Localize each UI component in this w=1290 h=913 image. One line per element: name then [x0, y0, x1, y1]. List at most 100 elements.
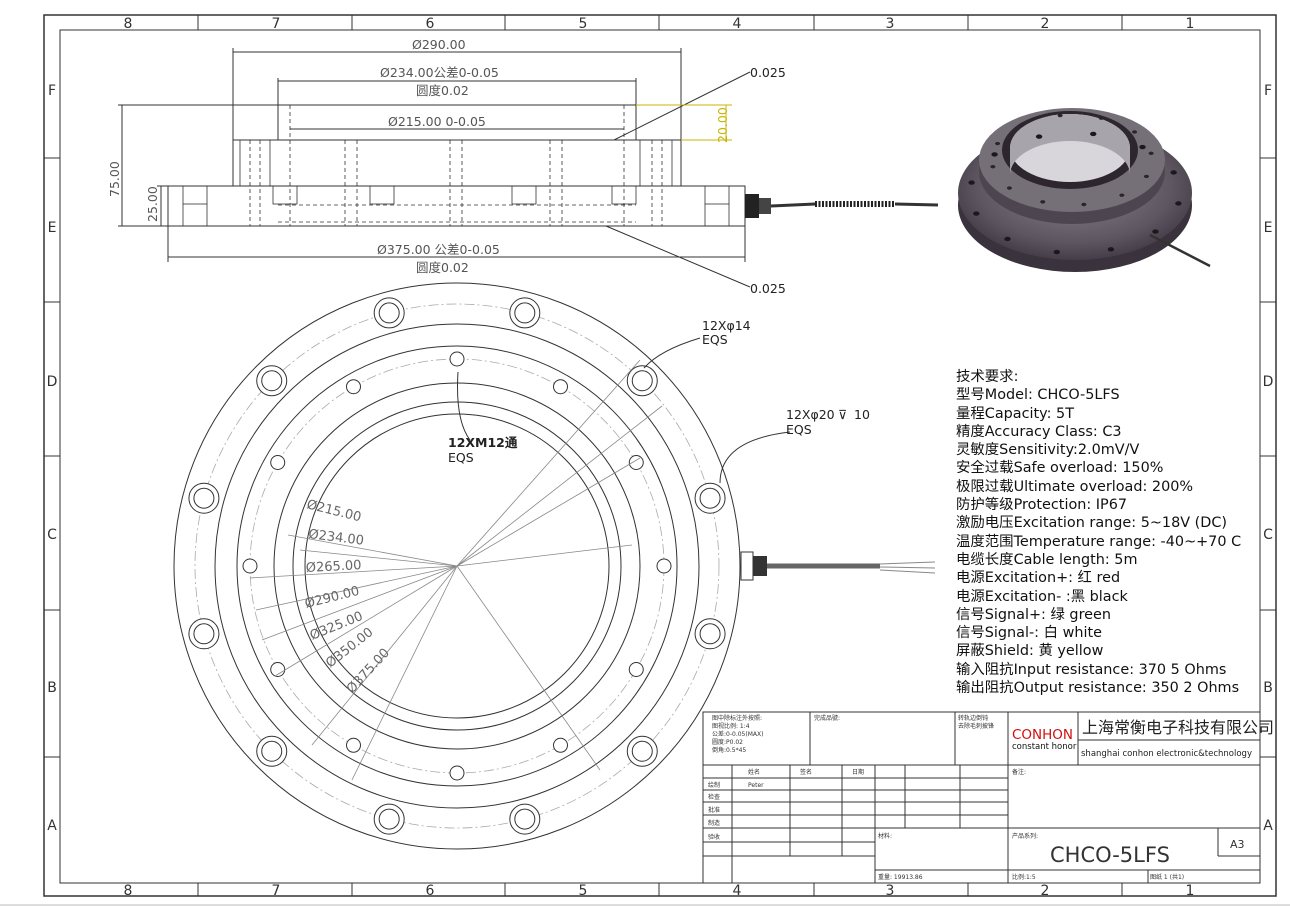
thread-hole	[553, 379, 568, 395]
col-label: 6	[426, 16, 435, 32]
row-label: D	[1263, 374, 1274, 390]
thread-hole	[656, 558, 672, 574]
col-label: 6	[426, 883, 435, 899]
tb-role: 验收	[708, 833, 720, 841]
col-label: 3	[886, 16, 895, 32]
row-label: C	[1263, 527, 1273, 543]
thread-hole	[346, 379, 361, 395]
tb-company-en: shanghai conhon electronic&technology	[1081, 749, 1252, 759]
render-hole	[1053, 249, 1060, 255]
requirement-line: 屏蔽Shield: 黄 yellow	[956, 643, 1104, 660]
requirement-line: 电源Excitation+: 红 red	[956, 570, 1121, 587]
dia-label: Ø215.00	[305, 497, 363, 525]
dim-round2: 圆度0.02	[416, 260, 469, 275]
requirements-title: 技术要求:	[956, 369, 1019, 385]
dim-d234: Ø234.00公差0-0.05	[380, 65, 499, 80]
thread-hole	[270, 662, 286, 677]
thread-hole	[628, 455, 644, 470]
dim-d215: Ø215.00 0-0.05	[388, 114, 486, 129]
technical-requirements: 技术要求: 型号Model: CHCO-5LFS 量程Capacity: 5T …	[956, 368, 1276, 697]
requirement-line: 电源Excitation- :黑 black	[956, 588, 1128, 605]
row-label: E	[48, 220, 57, 236]
tb-role: 批准	[708, 806, 720, 814]
row-label: E	[1264, 220, 1273, 236]
tb-material: 材料:	[878, 832, 892, 840]
callout-cbore: 12Xφ20	[786, 407, 835, 422]
isometric-render	[958, 108, 1211, 272]
col-label: 8	[124, 883, 133, 899]
tb-role: 制造	[708, 819, 720, 827]
tb-note: 图视比例: 1:4	[712, 722, 750, 730]
callout-holes-eqs: EQS	[702, 332, 728, 347]
title-block	[702, 711, 1261, 884]
render-hole	[968, 180, 975, 185]
dim-d375: Ø375.00 公差0-0.05	[377, 242, 500, 257]
col-label: 8	[124, 16, 133, 32]
render-hole	[1035, 134, 1043, 139]
render-hole	[1004, 236, 1011, 242]
dim-round1: 圆度0.02	[416, 83, 469, 98]
col-label: 4	[733, 883, 742, 899]
row-label: F	[1264, 83, 1272, 99]
mounting-hole	[626, 365, 658, 397]
tb-brand-sub: constant honor	[1012, 742, 1077, 752]
requirement-line: 温度范围Temperature range: -40~+70 C	[956, 533, 1242, 550]
mounting-hole	[373, 297, 405, 329]
dim-d290: Ø290.00	[412, 37, 466, 52]
tb-header: 签名	[800, 768, 812, 776]
mounting-hole	[256, 735, 288, 767]
render-hole	[973, 211, 980, 216]
col-label: 1	[1186, 16, 1195, 32]
render-hole	[1139, 144, 1146, 150]
side-cable	[745, 194, 939, 218]
callout-holes: 12Xφ14	[702, 318, 751, 333]
col-label: 5	[579, 16, 588, 32]
top-view-leaders	[249, 359, 663, 781]
requirement-line: 激励电压Excitation range: 5~18V (DC)	[956, 515, 1227, 532]
dia-label: Ø265.00	[305, 558, 361, 576]
tb-drawer: Peter	[748, 782, 764, 789]
mounting-hole	[509, 297, 541, 329]
tb-scale: 比例:1:5	[1012, 873, 1036, 881]
tb-model: CHCO-5LFS	[1050, 843, 1170, 867]
tb-weight: 重量: 19913.86	[878, 873, 923, 881]
callout-cbore-depth: 10	[854, 407, 870, 422]
requirement-line: 极限过载Ultimate overload: 200%	[956, 478, 1194, 495]
requirement-line: 防护等级Protection: IP67	[956, 497, 1128, 514]
render-hole	[1090, 131, 1097, 137]
mounting-hole	[626, 735, 658, 767]
tb-header: 日期	[852, 768, 864, 776]
tb-role: 检查	[708, 793, 720, 801]
mounting-hole	[256, 365, 288, 397]
requirement-line: 型号Model: CHCO-5LFS	[956, 387, 1120, 404]
row-label: A	[47, 818, 57, 834]
dim-flat-top: 0.025	[750, 65, 786, 80]
render-hole	[991, 152, 998, 157]
tb-brand: CONHON	[1012, 727, 1073, 743]
tb-transfer: 转轨边倒钝	[958, 714, 988, 722]
top-view-holes	[188, 297, 726, 835]
tb-completion: 完成品號:	[814, 714, 840, 722]
requirement-line: 电缆长度Cable length: 5m	[956, 551, 1138, 568]
requirement-line: 量程Capacity: 5T	[956, 405, 1074, 422]
thread-hole	[242, 558, 258, 574]
thread-hole	[628, 662, 644, 677]
render-hole	[1175, 201, 1182, 206]
render-hole	[1107, 247, 1115, 252]
row-label: B	[47, 680, 57, 696]
tb-note: 圆度:P0.02	[712, 738, 743, 746]
render-hole	[1170, 170, 1177, 175]
requirement-line: 精度Accuracy Class: C3	[956, 423, 1122, 440]
callout-thread: 12XM12通	[448, 435, 518, 450]
thread-hole	[270, 455, 286, 470]
row-label: B	[1263, 680, 1273, 696]
tb-note: 公差:0-0.05(MAX)	[712, 730, 763, 738]
render-hole	[1152, 229, 1159, 234]
tb-note: 图中除标注外按照:	[712, 714, 762, 722]
top-cable	[740, 551, 936, 581]
callout-thread-eqs: EQS	[448, 450, 474, 465]
tb-note: 倒角:0.5*45	[712, 746, 746, 754]
requirement-line: 信号Signal-: 白 white	[956, 625, 1102, 642]
dim-h20: 20.00	[715, 107, 730, 143]
